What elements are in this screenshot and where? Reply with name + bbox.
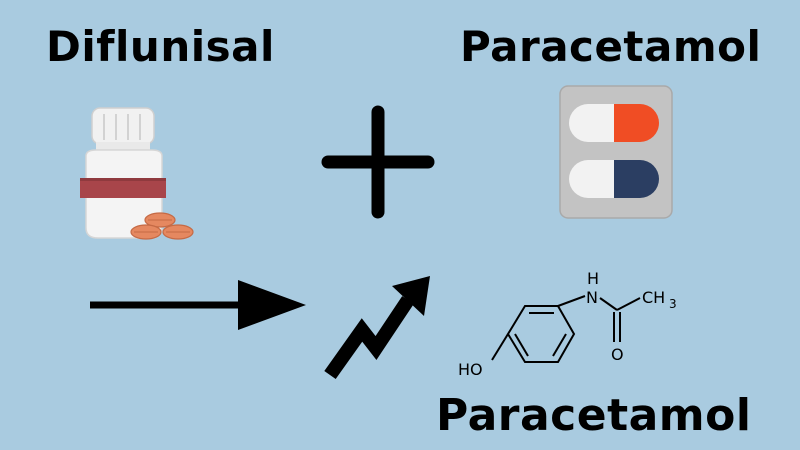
drug-a-label: Diflunisal: [46, 22, 275, 71]
pill-bottle-icon: [80, 107, 194, 240]
atom-methyl: CH: [642, 288, 665, 307]
atom-oxygen: O: [611, 345, 624, 364]
atom-hydrogen: H: [587, 269, 599, 288]
drug-b-label: Paracetamol: [460, 22, 762, 71]
paracetamol-structure: [491, 295, 641, 363]
atom-hydroxyl: HO: [458, 360, 483, 379]
plus-icon: [321, 105, 435, 219]
trend-up-arrow-icon: [324, 276, 430, 380]
atom-nitrogen: N: [586, 288, 598, 307]
capsule-blister-icon: [559, 85, 673, 219]
result-label: Paracetamol: [436, 390, 752, 441]
right-arrow-icon: [90, 280, 306, 330]
atom-methyl-subscript: 3: [669, 297, 677, 311]
